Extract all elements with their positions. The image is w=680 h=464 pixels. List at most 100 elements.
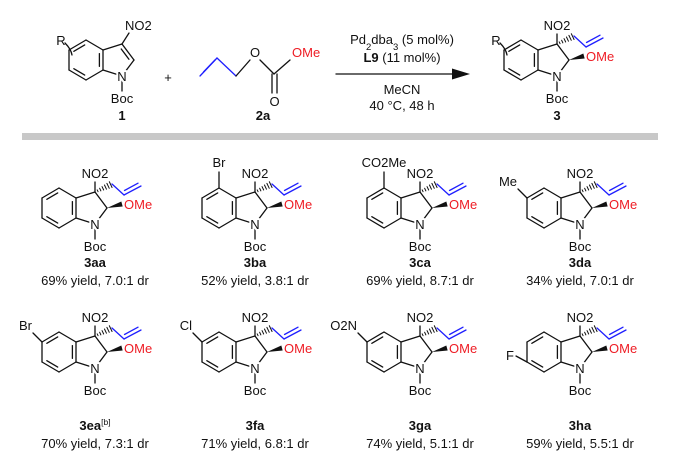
ring-bond <box>94 351 108 369</box>
compound-label-3: 3 <box>553 108 560 123</box>
double-bond-inner <box>531 336 544 344</box>
methoxy-label: OMe <box>609 197 637 212</box>
double-bond-inner <box>206 192 219 200</box>
ring-bond <box>102 69 123 77</box>
ring-bond <box>254 191 268 209</box>
benzene-bond <box>520 69 539 81</box>
benzene-bond <box>383 331 402 343</box>
allyl-bond <box>573 35 587 48</box>
benzene-bond <box>68 39 87 51</box>
benzene-bond <box>383 361 402 373</box>
ring-bond <box>419 207 433 225</box>
double-bond-inner <box>371 192 384 200</box>
compound-label: 3da <box>569 255 592 270</box>
benzene-bond <box>41 331 60 343</box>
benzene-bond <box>366 361 385 373</box>
benzene-bond <box>543 361 562 373</box>
boc-group-label: Boc <box>409 383 432 398</box>
methoxy-label: OMe <box>124 197 152 212</box>
wedge-bond <box>432 345 448 352</box>
ring-bond <box>579 335 593 353</box>
ring-bond <box>537 43 558 51</box>
double-bond-inner <box>46 216 59 224</box>
allyl-double-bond-inner <box>585 34 601 44</box>
nitro-bond <box>121 32 130 45</box>
yield-dr-text: 59% yield, 5.5:1 dr <box>526 436 634 451</box>
double-bond-inner <box>46 360 59 368</box>
allyl-double-bond <box>608 185 627 196</box>
substituent-label: CO2Me <box>362 155 407 170</box>
ring-bond <box>400 335 421 343</box>
methoxy-label: OMe <box>449 197 477 212</box>
compound-label: 3ea[b] <box>79 417 110 433</box>
benzene-bond <box>503 69 522 81</box>
benzene-bond <box>218 331 237 343</box>
wedge-bond <box>107 201 123 208</box>
allyl-double-bond-inner <box>283 326 299 336</box>
benzene-bond <box>520 39 539 51</box>
double-bond-inner <box>206 336 219 344</box>
compound-label: 3ga <box>409 418 432 433</box>
nitrogen-atom-label: N <box>117 69 126 84</box>
double-bond-inner <box>531 192 544 200</box>
benzene-bond <box>201 217 220 229</box>
nitro-group-label: NO2 <box>242 310 269 325</box>
wedge-bond <box>432 201 448 208</box>
ring-bond <box>75 361 96 369</box>
hashed-bond <box>421 181 438 193</box>
ring-bond <box>556 43 570 61</box>
ring-bond <box>560 217 581 225</box>
ring-bond <box>235 361 256 369</box>
yield-dr-text: 69% yield, 8.7:1 dr <box>366 273 474 288</box>
methoxy-label: OMe <box>586 49 614 64</box>
benzene-bond <box>543 187 562 199</box>
nitrogen-atom-label: N <box>250 361 259 376</box>
allyl-double-bond <box>585 37 604 48</box>
ligand-loading-text: (11 mol%) <box>382 50 440 65</box>
ring-bond <box>75 217 96 225</box>
nitrogen-atom-label: N <box>90 217 99 232</box>
nitro-group-label: NO2 <box>567 166 594 181</box>
benzene-bond <box>58 361 77 373</box>
benzene-bond <box>58 187 77 199</box>
allyl-bond <box>111 327 125 340</box>
allyl-double-bond-inner <box>283 182 299 192</box>
benzene-bond <box>366 331 385 343</box>
compound-label: 3ca <box>409 255 431 270</box>
wedge-bond <box>267 201 283 208</box>
ring-bond <box>579 207 593 225</box>
compound-id: 3ba <box>244 255 267 270</box>
nitrogen-atom-label: N <box>575 361 584 376</box>
allyl-double-bond <box>123 329 142 340</box>
hashed-bond <box>256 325 273 337</box>
methoxy-label: OMe <box>292 45 320 60</box>
compound-label-2a: 2a <box>256 108 271 123</box>
boc-group-label: Boc <box>546 91 569 106</box>
allyl-double-bond <box>608 329 627 340</box>
ring-bond <box>235 217 256 225</box>
boc-group-label: Boc <box>409 239 432 254</box>
ring-bond <box>94 207 108 225</box>
compound-label: 3ha <box>569 418 592 433</box>
ring-bond <box>560 335 581 343</box>
ring-bond <box>235 335 256 343</box>
footnote-marker: [b] <box>101 417 110 427</box>
double-bond-inner <box>531 216 544 224</box>
ligand-line: L9 (11 mol%) <box>363 50 440 65</box>
nitro-group-label: NO2 <box>407 166 434 181</box>
compound-label-1: 1 <box>118 108 125 123</box>
allyl-bond <box>216 57 237 77</box>
ring-bond <box>94 191 108 209</box>
nitrogen-atom-label: N <box>415 217 424 232</box>
hashed-bond <box>256 181 273 193</box>
section-separator <box>22 133 658 140</box>
substituent-bond <box>32 332 43 343</box>
boc-group-label: Boc <box>84 239 107 254</box>
r-group-label: R <box>491 33 500 48</box>
